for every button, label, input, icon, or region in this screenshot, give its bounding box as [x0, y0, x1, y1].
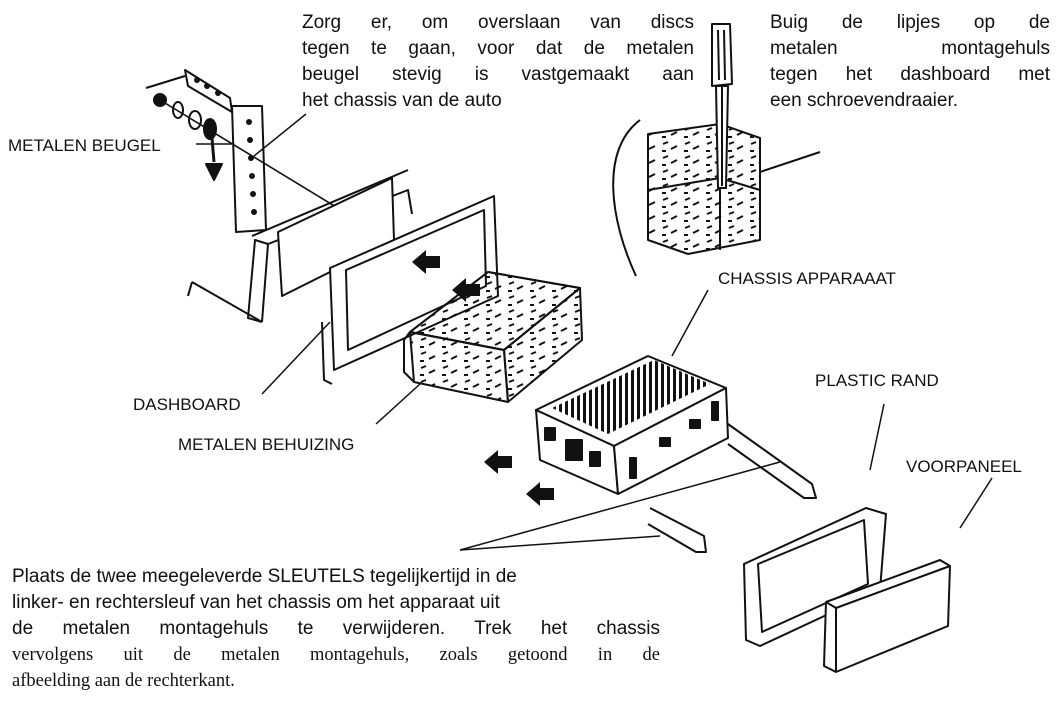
note-removal-line: linker- en rechtersleuf van het chassis … [12, 592, 500, 613]
note-removal-line: afbeelding aan de rechterkant. [12, 671, 235, 691]
note-screwdriver: Buig de lipjes op de metalen montagehuls… [770, 10, 1050, 114]
label-metal-housing: METALEN BEHUIZING [178, 435, 355, 454]
removal-keys [647, 423, 817, 553]
label-unit-chassis: CHASSIS APPARAAAT [718, 269, 896, 288]
metal-bracket [145, 69, 267, 233]
note-removal: Plaats de twee meegeleverde SLEUTELS teg… [12, 564, 660, 694]
screwdriver-detail [612, 23, 821, 277]
note-removal-line: vervolgens uit de metalen montagehuls, z… [12, 645, 660, 665]
note-removal-line: Plaats de twee meegeleverde SLEUTELS teg… [12, 566, 517, 587]
note-screwdriver-line: metalen montagehuls [770, 38, 1050, 59]
note-screwdriver-line: Buig de lipjes op de [770, 12, 1050, 33]
note-bracket-line: beugel stevig is vastgemaakt aan [302, 64, 694, 85]
metal-housing [403, 271, 583, 403]
label-metal-bracket: METALEN BEUGEL [8, 136, 161, 155]
note-bracket-line: het chassis van de auto [302, 90, 502, 111]
note-bracket: Zorg er, om overslaan van discs tegen te… [302, 10, 694, 114]
insertion-arrows [412, 250, 554, 506]
plastic-rim [743, 507, 887, 647]
leader-lines [196, 113, 993, 551]
label-front-panel: VOORPANEEL [906, 457, 1022, 476]
label-plastic-rim: PLASTIC RAND [815, 371, 939, 390]
dashboard-frame [321, 195, 499, 385]
note-screwdriver-line: tegen het dashboard met [770, 64, 1050, 85]
note-bracket-line: Zorg er, om overslaan van discs [302, 12, 694, 33]
label-dashboard: DASHBOARD [133, 395, 241, 414]
note-screwdriver-line: een schroevendraaier. [770, 90, 959, 111]
note-removal-line: de metalen montagehuls te verwijderen. T… [12, 618, 660, 639]
front-panel [823, 559, 951, 673]
unit-chassis [535, 355, 729, 495]
note-bracket-line: tegen te gaan, voor dat de metalen [302, 38, 694, 59]
